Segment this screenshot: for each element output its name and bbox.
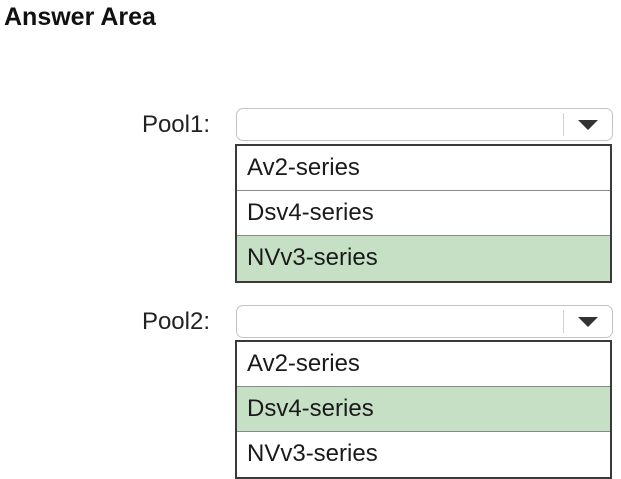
pool2-option-nvv3[interactable]: NVv3-series [247,440,378,467]
pool1-dropdown-divider [563,113,564,136]
pool2-dropdown[interactable] [236,305,613,338]
pool2-option-list: Av2-series Dsv4-series NVv3-series [235,340,612,479]
pool1-option-av2[interactable]: Av2-series [237,146,610,191]
answer-area-title: Answer Area [4,3,156,31]
pool1-option-nvv3[interactable]: NVv3-series [237,236,610,281]
pool2-option-av2[interactable]: Av2-series [237,342,610,387]
chevron-down-icon[interactable] [576,316,600,328]
pool2-dropdown-divider [563,310,564,333]
pool1-option-list: Av2-series Dsv4-series NVv3-series [235,144,612,283]
pool2-option-dsv4[interactable]: Dsv4-series [237,387,610,432]
pool1-label: Pool1: [141,111,210,138]
pool1-dropdown[interactable] [236,108,613,141]
pool2-label: Pool2: [141,308,210,335]
chevron-down-icon[interactable] [576,119,600,131]
pool1-option-dsv4[interactable]: Dsv4-series [237,191,610,236]
